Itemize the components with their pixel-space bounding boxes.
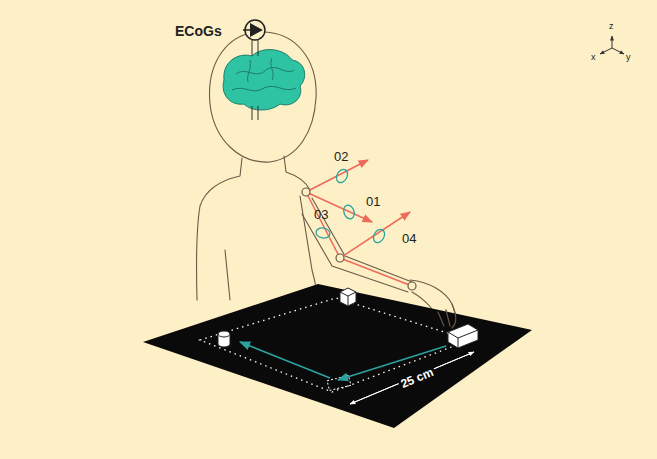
axis-label: z	[609, 22, 614, 31]
callout-number: 04	[402, 232, 416, 245]
signal-label: ECoGs	[175, 24, 222, 38]
axis-label: y	[626, 53, 631, 62]
callout-number: 01	[366, 195, 380, 208]
axis-label: x	[591, 53, 596, 62]
callout-number: 03	[314, 208, 328, 221]
callout-number: 02	[334, 150, 348, 163]
